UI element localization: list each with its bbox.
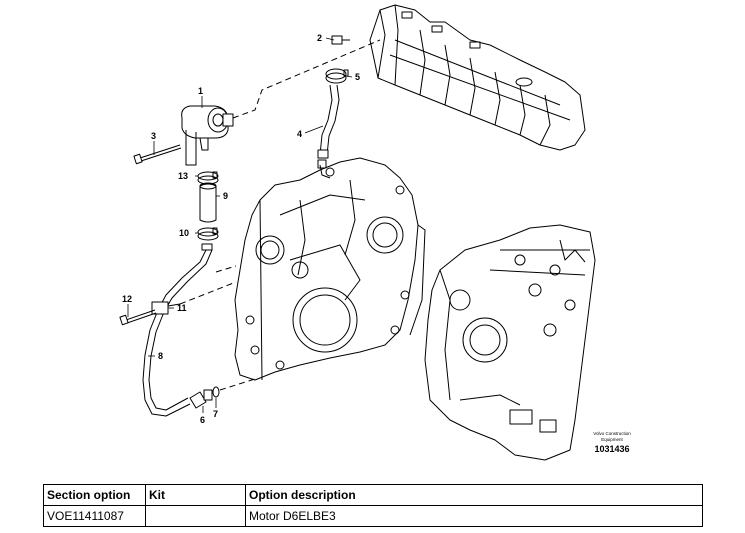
callout-13: 13 [178,171,188,181]
header-kit: Kit [145,484,246,506]
cell-kit [145,505,246,527]
clip-2 [331,35,350,45]
callout-5: 5 [355,72,360,82]
callout-9: 9 [223,191,228,201]
clamp-5 [325,68,349,84]
manufacturer-line-2: Equipment [601,437,623,442]
oil-filler-housing [181,105,234,166]
figure-info: Volvo Construction Equipment 1031436 [593,431,631,454]
header-section-option: Section option [43,484,146,506]
callout-12: 12 [122,294,132,304]
hose-clamp-10 [197,227,219,241]
adapter-6 [189,389,213,409]
header-option-description: Option description [245,484,703,506]
bolt-3 [133,144,182,165]
callout-labels: 1 2 3 4 5 6 7 8 9 10 11 12 13 [122,33,360,425]
cell-section-option: VOE11411087 [43,505,146,527]
engine-block [424,224,596,461]
hose-9 [199,182,217,223]
bracket-11 [151,301,181,315]
callout-3: 3 [151,131,156,141]
assembly-lines [179,39,381,391]
hose-clamp-13 [197,171,219,185]
breather-pipe-8 [142,243,213,417]
option-table: Section option Kit Option description VO… [43,484,703,527]
seal-ring-7 [212,386,220,398]
callout-1: 1 [198,86,203,96]
callout-2: 2 [317,33,322,43]
table-row: VOE11411087 Motor D6ELBE3 [43,505,703,527]
valve-cover [369,4,586,151]
callout-leaders [127,37,353,413]
callout-8: 8 [158,351,163,361]
bolt-12 [119,309,157,326]
manufacturer-line-1: Volvo Construction [593,431,631,436]
callout-4: 4 [297,129,302,139]
option-table-header-row: Section option Kit Option description [43,484,703,506]
timing-gear-case [234,157,426,381]
breather-tube-4 [317,84,340,159]
exploded-parts-diagram: 1 2 3 4 5 6 7 8 9 10 11 12 13 Volvo Cons… [119,4,631,461]
callout-11: 11 [177,303,187,313]
callout-7: 7 [213,409,218,419]
callout-10: 10 [179,228,189,238]
cell-option-description: Motor D6ELBE3 [245,505,703,527]
figure-number: 1031436 [594,444,629,454]
callout-6: 6 [200,415,205,425]
